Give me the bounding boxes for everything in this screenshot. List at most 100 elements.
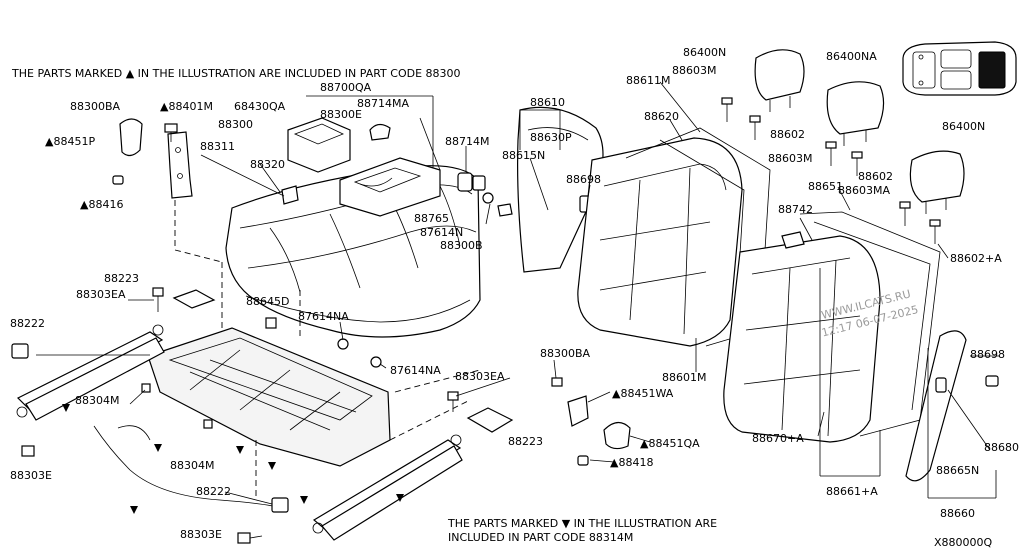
down-arrow-markers: [62, 404, 404, 514]
side-bolster-88680: [905, 330, 999, 482]
label-88610: 88610: [530, 96, 565, 109]
label-88418: ▲88418: [610, 456, 653, 469]
bottom-note-line1: THE PARTS MARKED ▼ IN THE ILLUSTRATION A…: [447, 517, 717, 530]
label-88601m: 88601M: [662, 371, 706, 384]
hook-88320: [281, 185, 299, 205]
label-88714m: 88714M: [445, 135, 489, 148]
label-88698-mid: 88698: [566, 173, 601, 186]
bottom-note-line2: INCLUDED IN PART CODE 88314M: [448, 531, 633, 544]
label-88602a: 88602+A: [950, 252, 1002, 265]
label-88680: 88680: [984, 441, 1019, 454]
label-88714ma: 88714MA: [357, 97, 409, 110]
bolt-88304m: [141, 383, 213, 429]
label-88451wa: ▲88451WA: [612, 387, 674, 400]
label-86400n-right: 86400N: [942, 120, 985, 133]
seat-cushion: [225, 165, 481, 338]
label-88602-right: 88602: [858, 170, 893, 183]
slide-rail-left: [16, 324, 165, 421]
clip-88416: [112, 175, 124, 185]
label-87614n: 87614N: [420, 226, 463, 239]
vehicle-locator-icon: [902, 41, 1017, 96]
diagram-code: X880000Q: [934, 536, 993, 549]
label-88303ea-mid: 88303EA: [455, 370, 505, 383]
part-labels: 88300BA ▲88401M ▲88451P ▲88416 68430QA 8…: [10, 46, 1019, 541]
cup-holder: [339, 157, 441, 217]
seatback-right: [723, 235, 881, 443]
assembly-dash-lines: [174, 200, 481, 500]
latch-88714ma: [369, 123, 391, 141]
label-88620: 88620: [644, 110, 679, 123]
label-88300e: 88300E: [320, 108, 362, 121]
label-88603m-mid: 88603M: [768, 152, 812, 165]
label-88742: 88742: [778, 203, 813, 216]
label-88630p: 88630P: [530, 131, 572, 144]
clip-88418: [577, 455, 589, 466]
headrest-86400n-right: [909, 150, 965, 214]
leader-lines: [36, 81, 1000, 505]
label-68430qa: 68430QA: [234, 100, 286, 113]
label-88416: ▲88416: [80, 198, 123, 211]
label-88304m-left: 88304M: [75, 394, 119, 407]
bolt-88303ea-left: [152, 287, 164, 312]
label-88311: 88311: [200, 140, 235, 153]
bracket-88401m: [167, 131, 193, 199]
headrest-guides: [721, 97, 941, 244]
slide-rail-right: [312, 434, 463, 541]
label-88451qa: ▲88451QA: [640, 437, 700, 450]
bolt-88303e-bottom: [237, 532, 263, 544]
seatback-center: [577, 137, 743, 347]
label-88303e-bot: 88303E: [180, 528, 222, 541]
label-87614na-top: 87614NA: [298, 310, 349, 323]
label-88223-mid: 88223: [508, 435, 543, 448]
label-87614na-bot: 87614NA: [390, 364, 441, 377]
label-88700qa: 88700QA: [320, 81, 372, 94]
label-86400na: 86400NA: [826, 50, 877, 63]
cover-88451qa: [603, 421, 631, 450]
label-88765: 88765: [414, 212, 449, 225]
clip-88714m: [457, 172, 513, 217]
label-88660: 88660: [940, 507, 975, 520]
seatback-frame-right: [781, 211, 941, 437]
clip-88222-bottom: [271, 497, 289, 513]
label-88300ba-top: 88300BA: [70, 100, 121, 113]
label-88615n: 88615N: [502, 149, 545, 162]
label-88303ea-left: 88303EA: [76, 288, 126, 301]
label-88300: 88300: [218, 118, 253, 131]
label-88222-left: 88222: [10, 317, 45, 330]
bolt-88303ea-mid: [447, 391, 459, 412]
grommet-87614na: [265, 317, 382, 368]
label-88603ma: 88603MA: [838, 184, 890, 197]
label-88698-right: 88698: [970, 348, 1005, 361]
label-88223-top: 88223: [104, 272, 139, 285]
top-note: THE PARTS MARKED ▲ IN THE ILLUSTRATION A…: [11, 67, 461, 80]
label-88651: 88651: [808, 180, 843, 193]
label-88300b: 88300B: [440, 239, 483, 252]
clip-88222-left: [11, 343, 29, 359]
label-88645d: 88645D: [246, 295, 289, 308]
plate-88223-mid: [466, 407, 514, 433]
label-88661a: 88661+A: [826, 485, 878, 498]
cushion-frame: [147, 327, 391, 467]
label-88304m-mid: 88304M: [170, 459, 214, 472]
label-88611m: 88611M: [626, 74, 670, 87]
label-88602-mid: 88602: [770, 128, 805, 141]
headrest-86400na: [826, 81, 885, 146]
label-88603m-top: 88603M: [672, 64, 716, 77]
bolt-88300ba-top: [164, 123, 178, 142]
tray-68430qa: [287, 117, 351, 173]
label-88222-bot: 88222: [196, 485, 231, 498]
label-88401m: ▲88401M: [160, 100, 213, 113]
bolt-88303e-left: [21, 445, 35, 457]
label-88451p: ▲88451P: [45, 135, 95, 148]
label-88320: 88320: [250, 158, 285, 171]
label-86400n-top: 86400N: [683, 46, 726, 59]
release-cable: [93, 425, 281, 509]
label-88303e-left: 88303E: [10, 469, 52, 482]
headrest-86400n-top: [754, 49, 805, 112]
label-88665n: 88665N: [936, 464, 979, 477]
bracket-88451wa: [551, 377, 589, 427]
plate-88223-top: [172, 289, 216, 309]
cover-88451p: [119, 118, 143, 157]
label-88300ba-mid: 88300BA: [540, 347, 591, 360]
